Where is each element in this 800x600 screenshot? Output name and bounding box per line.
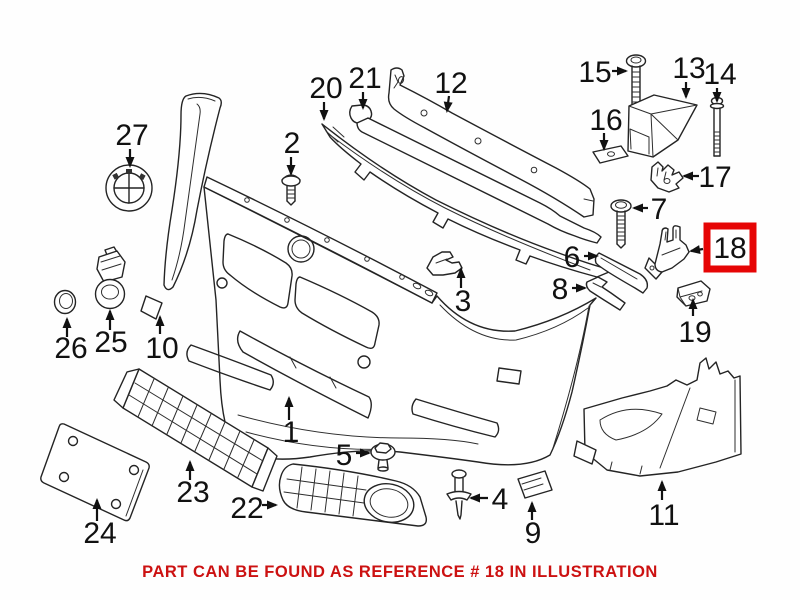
- part-8-bracket: [585, 276, 626, 311]
- arrowhead-part-9: [527, 501, 537, 512]
- arrowhead-part-26: [62, 317, 72, 328]
- arrowhead-part-4: [469, 493, 480, 503]
- part-4-expansion-rivet: [446, 469, 472, 520]
- arrowhead-part-1: [284, 396, 294, 407]
- part-23-center-grille: [113, 368, 278, 492]
- callout-label-25: 25: [94, 326, 127, 359]
- callout-label-8: 8: [552, 273, 569, 306]
- callout-label-3: 3: [455, 285, 472, 318]
- callout-label-26: 26: [54, 332, 87, 365]
- part-22-fog-grille: [278, 463, 428, 527]
- arrowhead-part-11: [657, 480, 667, 491]
- part-13-crash-box: [627, 94, 698, 158]
- callout-label-24: 24: [83, 517, 116, 550]
- part-24-license-plate-filler: [40, 423, 150, 522]
- part-3-clip-bracket: [426, 251, 463, 276]
- part-26-seal-ring: [53, 289, 77, 315]
- part-16-shim-plate: [592, 145, 629, 164]
- callout-label-11: 11: [648, 499, 679, 532]
- callout-label-12: 12: [434, 67, 467, 100]
- callout-label-18: 18: [713, 232, 746, 265]
- arrowhead-part-20: [319, 110, 329, 121]
- callout-label-23: 23: [176, 476, 209, 509]
- arrowhead-part-7: [632, 203, 643, 213]
- highlight-box-18: [703, 222, 757, 273]
- arrowhead-part-6: [588, 251, 599, 261]
- callout-label-15: 15: [578, 56, 611, 89]
- arrowhead-part-22: [267, 500, 278, 510]
- callout-label-16: 16: [589, 104, 622, 137]
- arrowhead-part-23: [185, 460, 195, 471]
- arrowhead-part-21: [358, 99, 368, 110]
- part-2-screw: [281, 174, 301, 206]
- callout-label-9: 9: [525, 517, 542, 550]
- arrowhead-part-2: [286, 165, 296, 176]
- part-14-stud-bolt: [709, 96, 725, 157]
- part-11-headlight-support: [573, 357, 742, 477]
- callout-label-1: 1: [283, 416, 300, 449]
- arrowhead-part-18: [689, 245, 701, 254]
- arrowhead-part-17: [682, 171, 693, 181]
- arrowhead-part-3: [456, 267, 466, 278]
- arrowhead-part-15: [617, 66, 628, 76]
- reference-caption: PART CAN BE FOUND AS REFERENCE # 18 IN I…: [142, 563, 658, 581]
- part-9-cover-plate: [517, 470, 553, 499]
- callout-label-2: 2: [284, 127, 301, 160]
- callout-label-4: 4: [492, 483, 509, 516]
- part-6-bracket-strip: [594, 252, 649, 294]
- callout-label-17: 17: [698, 161, 731, 194]
- arrowhead-part-19: [688, 298, 698, 309]
- callout-label-7: 7: [651, 193, 668, 226]
- callout-label-21: 21: [348, 62, 381, 95]
- arrowhead-part-8: [576, 283, 587, 293]
- part-20-impact-absorber: [321, 123, 610, 278]
- callout-label-5: 5: [336, 439, 353, 472]
- callout-label-14: 14: [703, 58, 736, 91]
- arrowhead-part-16: [599, 140, 609, 151]
- callout-label-10: 10: [145, 332, 178, 365]
- callout-label-6: 6: [564, 241, 581, 274]
- callout-label-27: 27: [115, 119, 148, 152]
- callout-label-20: 20: [309, 72, 342, 105]
- part-21-trim-strip: [349, 104, 602, 244]
- part-1-bumper-cover: [186, 176, 597, 466]
- arrowhead-part-25: [105, 309, 115, 320]
- part-12-reinforcement-bar: [387, 67, 595, 218]
- arrowhead-part-10: [155, 315, 165, 326]
- bmw-roundel-icon: [105, 164, 153, 212]
- arrowhead-part-13: [681, 88, 691, 99]
- part-5-grommet: [370, 442, 396, 472]
- part-7-bolt: [610, 199, 632, 249]
- callout-label-19: 19: [678, 316, 711, 349]
- arrowhead-part-12: [443, 101, 453, 113]
- arrowhead-part-24: [92, 498, 102, 509]
- part-17-clip: [650, 161, 684, 193]
- callout-label-22: 22: [230, 492, 263, 525]
- bumper-corner-trim: [163, 92, 222, 291]
- arrowhead-part-14: [712, 92, 722, 103]
- arrowhead-part-27: [125, 157, 135, 168]
- part-18-guide-bracket: [644, 225, 690, 280]
- part-10-pad: [140, 295, 163, 320]
- callout-label-13: 13: [672, 52, 705, 85]
- part-25-pdc-sensor: [94, 246, 126, 310]
- arrowhead-part-5: [360, 448, 371, 458]
